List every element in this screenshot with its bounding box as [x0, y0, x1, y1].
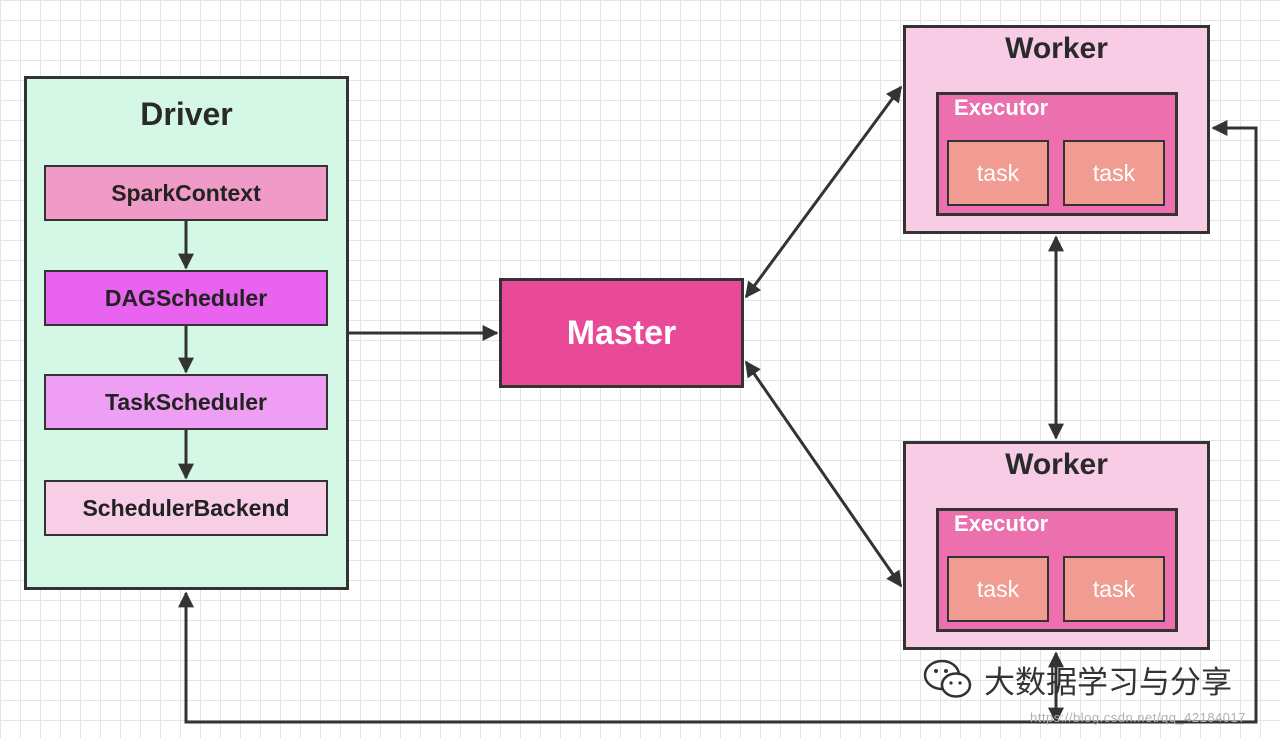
taskscheduler-box: TaskScheduler: [44, 374, 328, 430]
executor-title-2: Executor: [954, 511, 1049, 536]
executor-title-1: Executor: [954, 95, 1049, 120]
wechat-icon: [923, 659, 972, 698]
arrow-master-worker2: [744, 360, 903, 588]
driver-title: Driver: [140, 96, 233, 132]
sparkcontext-box: SparkContext: [44, 165, 328, 221]
watermark: 大数据学习与分享: [922, 657, 1232, 701]
dagscheduler-box: DAGScheduler: [44, 270, 328, 326]
arrow-feedback-to-worker1: [1056, 120, 1258, 724]
worker-title-1: Worker: [1005, 32, 1108, 65]
brand-text: 大数据学习与分享: [984, 664, 1232, 701]
task-box: task: [947, 556, 1049, 622]
worker-title-2: Worker: [1005, 448, 1108, 481]
source-url-text: https://blog.csdn.net/qq_42184017: [1030, 710, 1246, 725]
task-box: task: [947, 140, 1049, 206]
task-box: task: [1063, 140, 1165, 206]
task-box: task: [1063, 556, 1165, 622]
arrow-feedback-to-driver: [178, 591, 1056, 724]
arrow-master-worker1: [744, 85, 903, 299]
schedulerbackend-box: SchedulerBackend: [44, 480, 328, 536]
master-box: Master: [499, 278, 744, 388]
